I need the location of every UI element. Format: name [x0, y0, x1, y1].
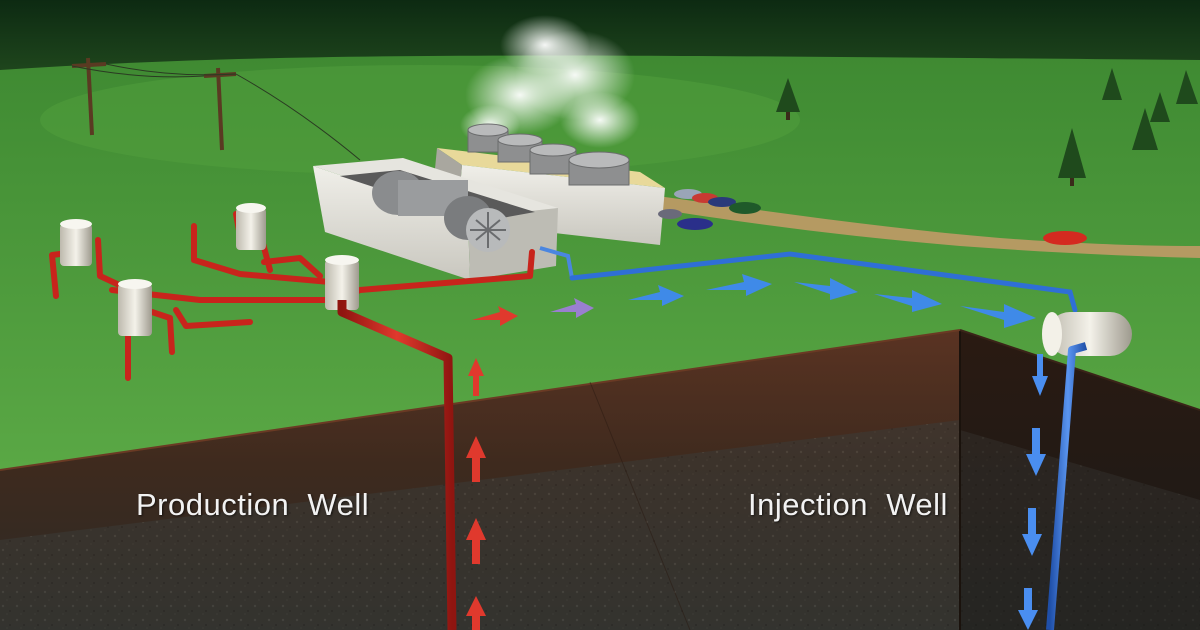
power-lines	[71, 63, 361, 161]
flow-arrow	[874, 290, 942, 312]
upflow-arrow	[466, 518, 486, 564]
flow-arrow	[706, 274, 772, 296]
wellhead-tank	[118, 279, 152, 336]
trees	[776, 68, 1198, 186]
injection-well-pipe	[1046, 342, 1088, 630]
injection-separator-tank	[1042, 312, 1132, 356]
injection-well-label: Injection Well	[748, 487, 948, 522]
cold-pipe-outlet	[539, 246, 574, 279]
flow-arrow	[472, 306, 518, 326]
wellhead-tank	[60, 219, 92, 266]
turbine-generator	[372, 171, 510, 252]
production-well-pipe	[337, 300, 457, 630]
flow-arrow	[794, 278, 858, 300]
power-poles	[71, 57, 237, 151]
turbine-building	[313, 158, 558, 280]
wellhead-tanks	[60, 203, 359, 336]
surface-flow-arrows	[472, 274, 1036, 328]
downflow-arrow	[1032, 354, 1048, 396]
hill-highlight	[40, 65, 800, 175]
flow-arrow	[960, 304, 1036, 328]
downflow-arrow	[1026, 428, 1046, 476]
production-upflow-arrows	[466, 358, 486, 630]
downflow-arrow	[1018, 588, 1038, 630]
upflow-arrow	[468, 358, 484, 396]
downflow-arrow	[1022, 508, 1042, 556]
production-well-label: Production Well	[136, 487, 370, 522]
parked-cars	[658, 189, 1087, 245]
wellhead-tank	[325, 255, 359, 310]
upflow-arrow	[466, 436, 486, 482]
flow-arrow	[628, 285, 684, 306]
flow-arrow	[550, 298, 594, 318]
cold-return-pipe	[569, 251, 1078, 313]
grass-field	[0, 55, 1200, 470]
wellhead-tank	[236, 203, 266, 250]
ground-cross-section	[0, 329, 1200, 630]
injection-downflow-arrows	[1018, 354, 1048, 630]
upflow-arrow	[466, 596, 486, 630]
